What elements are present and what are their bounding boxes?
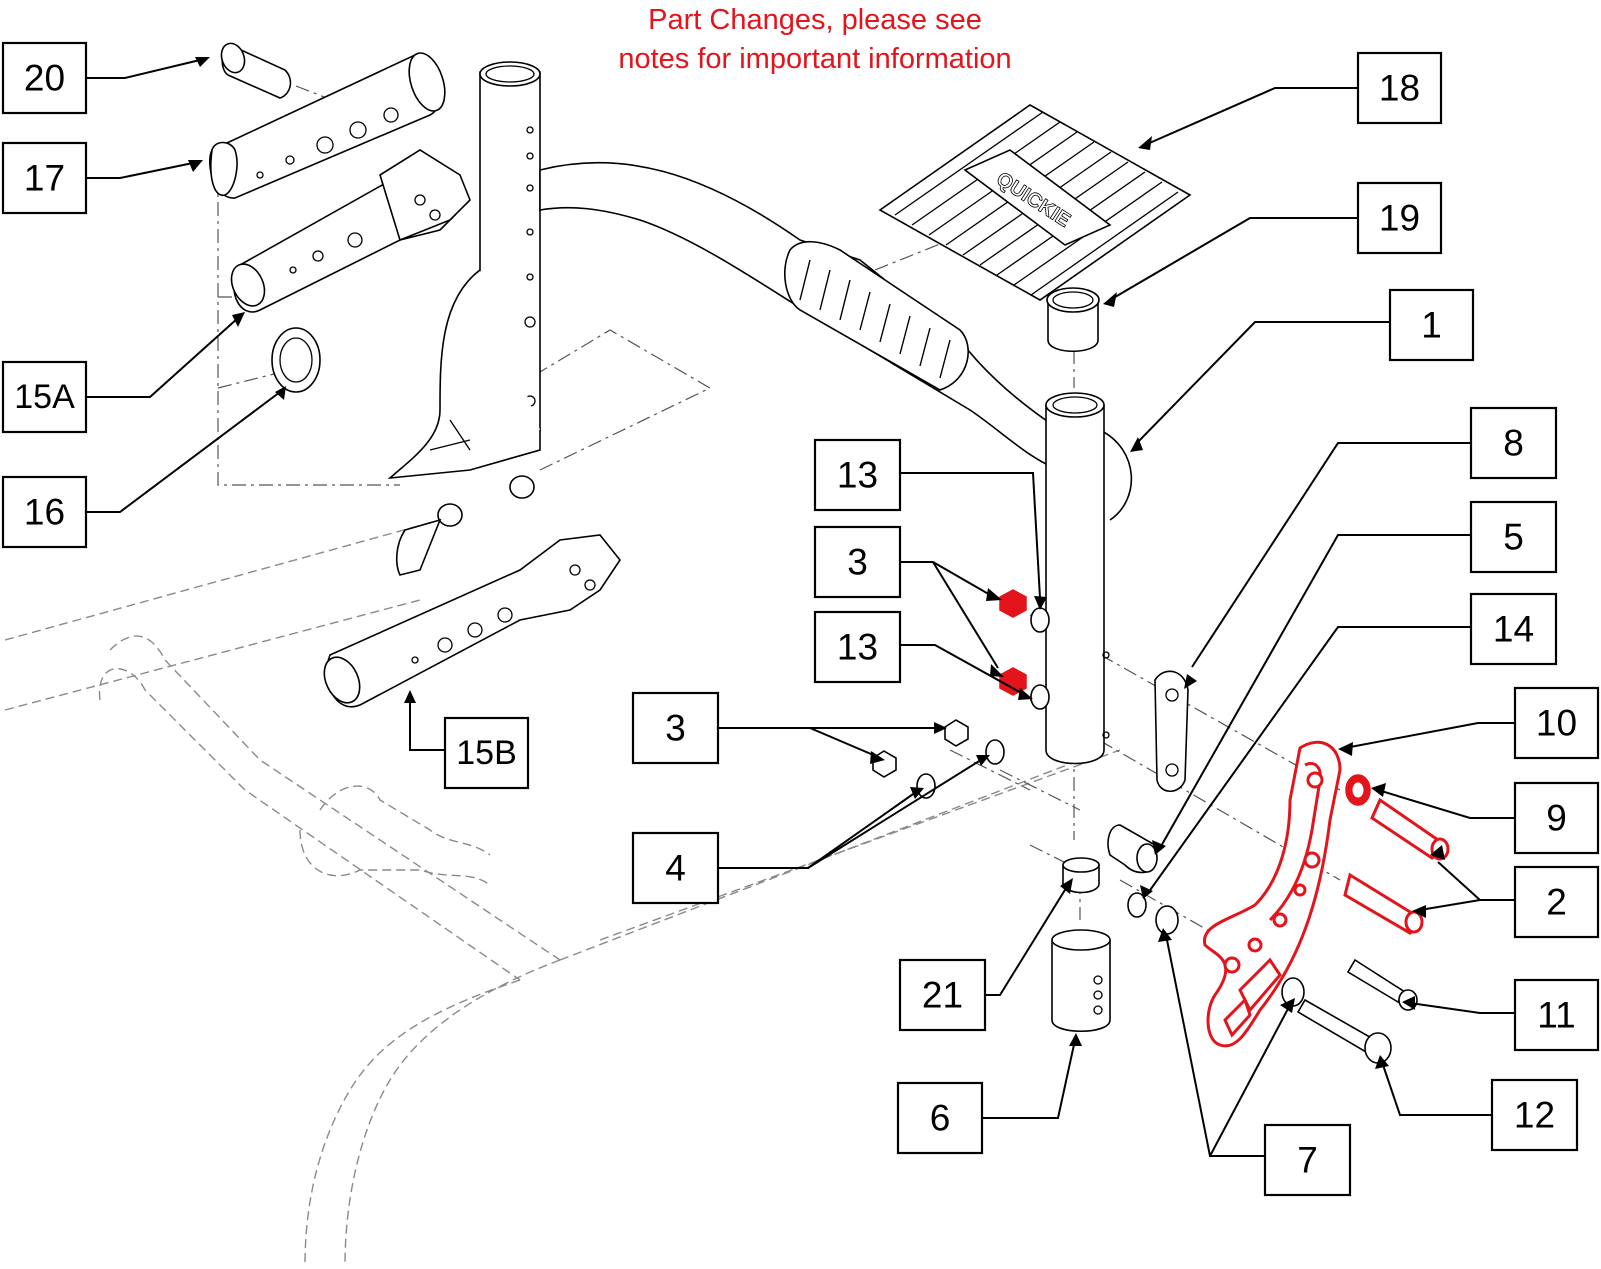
callout-16: 16 [1, 475, 88, 549]
footrest-plate-10 [1203, 740, 1342, 1048]
callout-label: 3 [665, 708, 686, 749]
tube-cap [1046, 287, 1100, 352]
callout-label: 10 [1536, 703, 1577, 744]
sleeve-6 [1051, 929, 1111, 1033]
callout-13-lower: 13 [813, 610, 902, 684]
callout-3-left: 3 [631, 691, 720, 765]
nut-red-lower [999, 667, 1027, 696]
callout-12: 12 [1490, 1078, 1579, 1152]
callout-label: 9 [1546, 798, 1567, 839]
wheelchair-frame-outline [4, 519, 1121, 1266]
callout-label: 19 [1379, 198, 1420, 239]
washer-4-upper [985, 739, 1005, 765]
callout-label: 7 [1297, 1140, 1318, 1181]
callout-label: 15B [456, 734, 517, 772]
callout-1: 1 [1388, 288, 1475, 362]
bolts [1296, 774, 1450, 1064]
callout-13-upper: 13 [813, 438, 902, 512]
extension-tube-15b [323, 534, 621, 708]
notice-line-2: notes for important information [618, 43, 1011, 75]
bushing-20 [220, 42, 292, 99]
callout-label: 2 [1546, 882, 1567, 923]
callout-18: 18 [1356, 51, 1443, 125]
callout-label: 11 [1537, 995, 1575, 1036]
callout-label: 20 [24, 58, 65, 99]
washer-14 [1127, 892, 1147, 918]
callout-15b: 15B [443, 716, 530, 790]
callout-label: 15A [14, 378, 75, 416]
clamp-bracket-8 [1154, 670, 1189, 793]
bolt-12 [1296, 998, 1377, 1054]
spacer-5 [1107, 824, 1158, 874]
callout-21: 21 [898, 958, 987, 1032]
callout-19: 19 [1356, 181, 1443, 255]
callout-label: 17 [24, 158, 65, 199]
footplate: QUICKIE [878, 104, 1192, 301]
grip-ridges [799, 259, 951, 379]
part-changes-notice: Part Changes, please see notes for impor… [618, 4, 1011, 75]
spacer-16 [271, 327, 321, 393]
callout-10: 10 [1513, 686, 1600, 760]
callout-label: 14 [1493, 609, 1534, 650]
notice-line-1: Part Changes, please see [648, 4, 982, 36]
callout-7: 7 [1263, 1123, 1352, 1197]
callout-label: 6 [930, 1098, 951, 1139]
callout-6: 6 [896, 1081, 984, 1155]
nut-red-upper [999, 589, 1027, 618]
callout-15a: 15A [1, 360, 88, 434]
callout-5: 5 [1469, 500, 1558, 574]
washer-7-upper [1155, 905, 1179, 935]
callout-20: 20 [1, 41, 88, 115]
callout-11: 11 [1513, 978, 1600, 1052]
callout-label: 5 [1503, 517, 1524, 558]
callout-17: 17 [1, 141, 88, 215]
callout-label: 8 [1503, 423, 1524, 464]
leader-lines [86, 59, 1515, 1157]
arrowheads [188, 57, 1445, 1069]
callout-label: 16 [24, 492, 65, 533]
callout-2: 2 [1513, 865, 1600, 939]
extension-tube-15a [230, 149, 471, 313]
hardware-small [872, 589, 1050, 799]
callout-label: 12 [1514, 1095, 1555, 1136]
callout-14: 14 [1469, 592, 1558, 666]
callout-9: 9 [1513, 781, 1600, 855]
washer-13-lower [1030, 684, 1050, 710]
callout-label: 1 [1421, 305, 1442, 346]
callout-label: 18 [1379, 68, 1420, 109]
washer-13-upper [1030, 607, 1050, 633]
footrest-tube [1045, 392, 1110, 765]
callout-4: 4 [631, 831, 720, 905]
bolt-11 [1346, 958, 1407, 1004]
callout-label: 4 [665, 848, 686, 889]
callout-label: 21 [922, 975, 963, 1016]
hanger-assembly [387, 61, 1133, 576]
callout-8: 8 [1469, 406, 1558, 480]
callout-label: 3 [847, 542, 868, 583]
extension-tube-17 [208, 52, 446, 199]
callout-label: 13 [837, 627, 878, 668]
nut-3-left-upper [944, 719, 969, 747]
callout-3-right: 3 [813, 525, 902, 599]
callout-label: 13 [837, 455, 878, 496]
